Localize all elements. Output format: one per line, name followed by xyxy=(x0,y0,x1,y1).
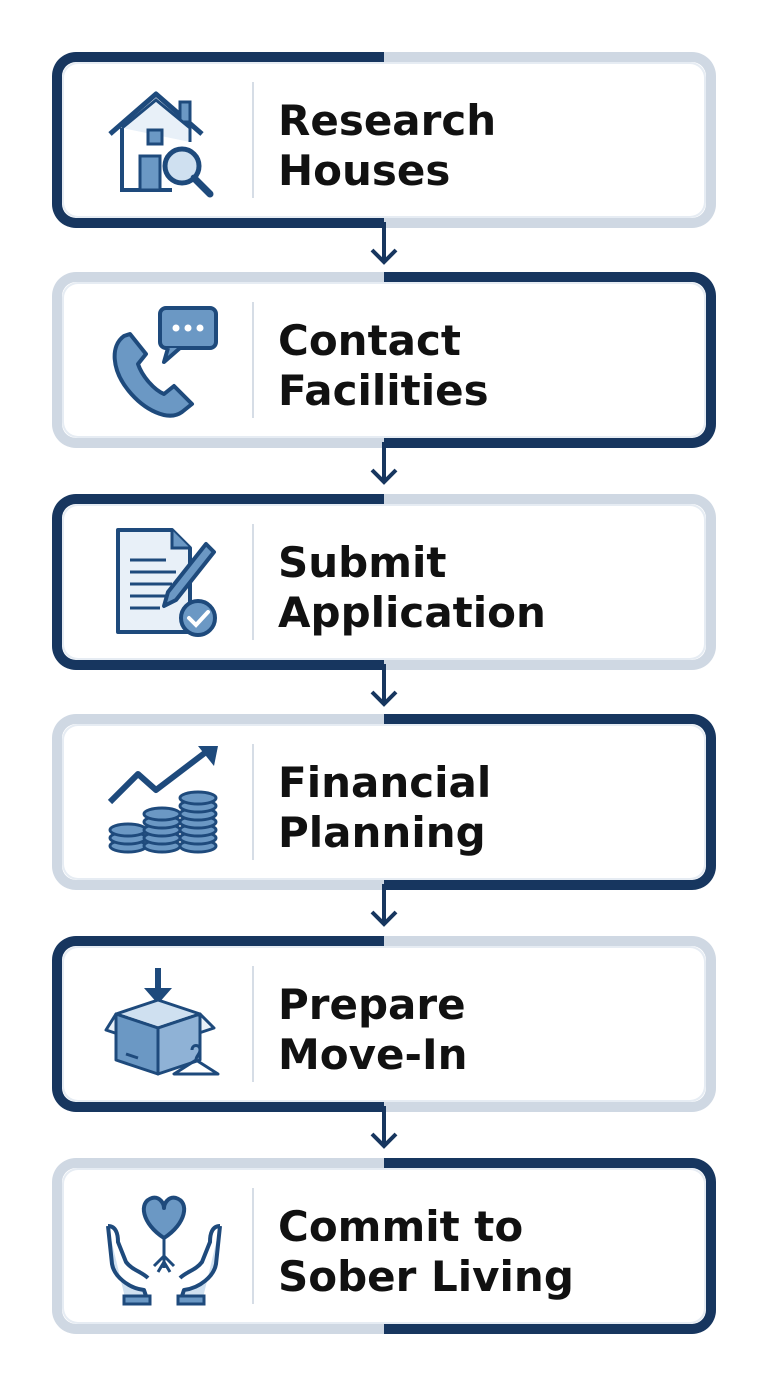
step-contact-facilities: Contact Facilities xyxy=(52,272,716,448)
step-label: Submit Application xyxy=(278,538,546,637)
hands-heart-icon xyxy=(106,1195,222,1306)
step-label: Financial Planning xyxy=(278,758,492,857)
divider xyxy=(252,966,254,1082)
divider xyxy=(252,302,254,418)
step-label: Contact Facilities xyxy=(278,316,489,415)
step-label: Commit to Sober Living xyxy=(278,1202,574,1301)
arrow-down-icon xyxy=(370,664,398,707)
arrow-down-icon xyxy=(370,1106,398,1149)
box-hanger-icon xyxy=(104,968,220,1076)
arrow-down-icon xyxy=(370,222,398,265)
step-prepare-move-in: Prepare Move-In xyxy=(52,936,716,1112)
arrow-down-icon xyxy=(370,884,398,927)
document-pen-check-icon xyxy=(116,528,217,637)
divider xyxy=(252,524,254,640)
phone-chat-icon xyxy=(112,306,218,418)
divider xyxy=(252,82,254,198)
coins-growth-icon xyxy=(107,746,218,854)
step-commit-to-sober-living: Commit to Sober Living xyxy=(52,1158,716,1334)
step-label: Research Houses xyxy=(278,96,497,195)
step-financial-planning: Financial Planning xyxy=(52,714,716,890)
house-search-icon xyxy=(108,91,214,198)
divider xyxy=(252,744,254,860)
step-label: Prepare Move-In xyxy=(278,980,468,1079)
divider xyxy=(252,1188,254,1304)
step-research-houses: Research Houses xyxy=(52,52,716,228)
step-submit-application: Submit Application xyxy=(52,494,716,670)
arrow-down-icon xyxy=(370,442,398,485)
